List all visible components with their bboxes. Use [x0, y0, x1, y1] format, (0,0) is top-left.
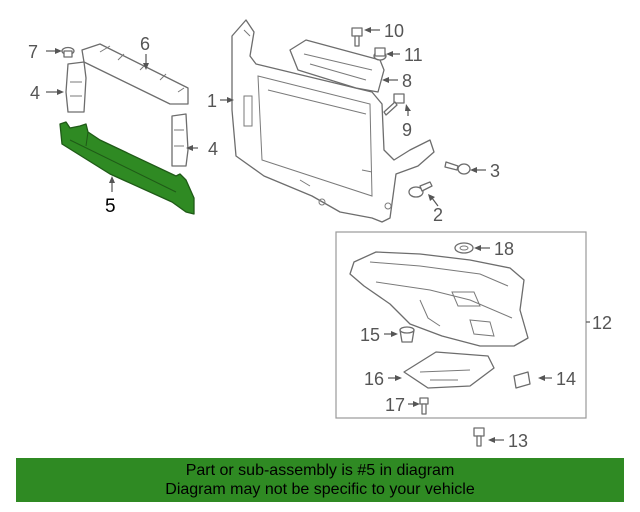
- part-3-bolt[interactable]: [444, 161, 471, 175]
- callout-18: 18: [494, 239, 514, 259]
- part-8-upper-panel[interactable]: [289, 39, 385, 93]
- callout-1: 1: [207, 91, 217, 111]
- callout-6: 6: [140, 34, 150, 54]
- callout-12: 12: [592, 313, 612, 333]
- callout-10: 10: [384, 21, 404, 41]
- callout-8: 8: [402, 71, 412, 91]
- part-5-lower-member-highlighted[interactable]: [59, 121, 195, 215]
- part-12-undercover[interactable]: [349, 251, 529, 347]
- banner-line-part-number: Part or sub-assembly is #5 in diagram: [185, 462, 455, 479]
- banner-line-disclaimer: Diagram may not be specific to your vehi…: [165, 481, 475, 498]
- callout-4-left: 4: [30, 83, 40, 103]
- part-4-bracket-left[interactable]: [65, 61, 87, 113]
- part-11-nut[interactable]: [373, 47, 387, 61]
- callout-14: 14: [556, 369, 576, 389]
- callout-3: 3: [490, 161, 500, 181]
- part-14-clip[interactable]: [513, 371, 531, 389]
- leader-lines: [46, 27, 590, 443]
- callout-9: 9: [402, 120, 412, 140]
- part-13-bolt[interactable]: [473, 427, 485, 447]
- callout-16: 16: [364, 369, 384, 389]
- part-7-bolt[interactable]: [61, 46, 75, 58]
- part-12-group-frame: [335, 231, 587, 419]
- part-notice-banner: Part or sub-assembly is #5 in diagram Di…: [16, 458, 624, 502]
- part-16-lower-shield[interactable]: [403, 351, 495, 389]
- exploded-parts-diagram: 7 6 4 4 5 1 10 11 8 9 3 2 18 12 15 16 14…: [28, 19, 612, 451]
- callout-7: 7: [28, 42, 38, 62]
- callout-13: 13: [508, 431, 528, 451]
- part-17-screw[interactable]: [419, 397, 429, 415]
- part-10-bolt[interactable]: [351, 27, 363, 47]
- callout-11: 11: [404, 45, 423, 65]
- callout-4-right: 4: [208, 139, 218, 159]
- callout-5-highlighted: 5: [105, 196, 116, 217]
- part-15-grommet[interactable]: [399, 326, 415, 343]
- part-9-bolt[interactable]: [383, 93, 405, 116]
- part-2-bolt[interactable]: [408, 181, 433, 198]
- callout-17: 17: [385, 395, 405, 415]
- callout-2: 2: [433, 205, 443, 225]
- part-1-front-end-carrier[interactable]: [231, 19, 435, 223]
- part-4-bracket-right[interactable]: [171, 113, 189, 167]
- part-18-washer[interactable]: [454, 242, 474, 254]
- callout-15: 15: [360, 325, 380, 345]
- part-6-air-guide[interactable]: [81, 43, 189, 105]
